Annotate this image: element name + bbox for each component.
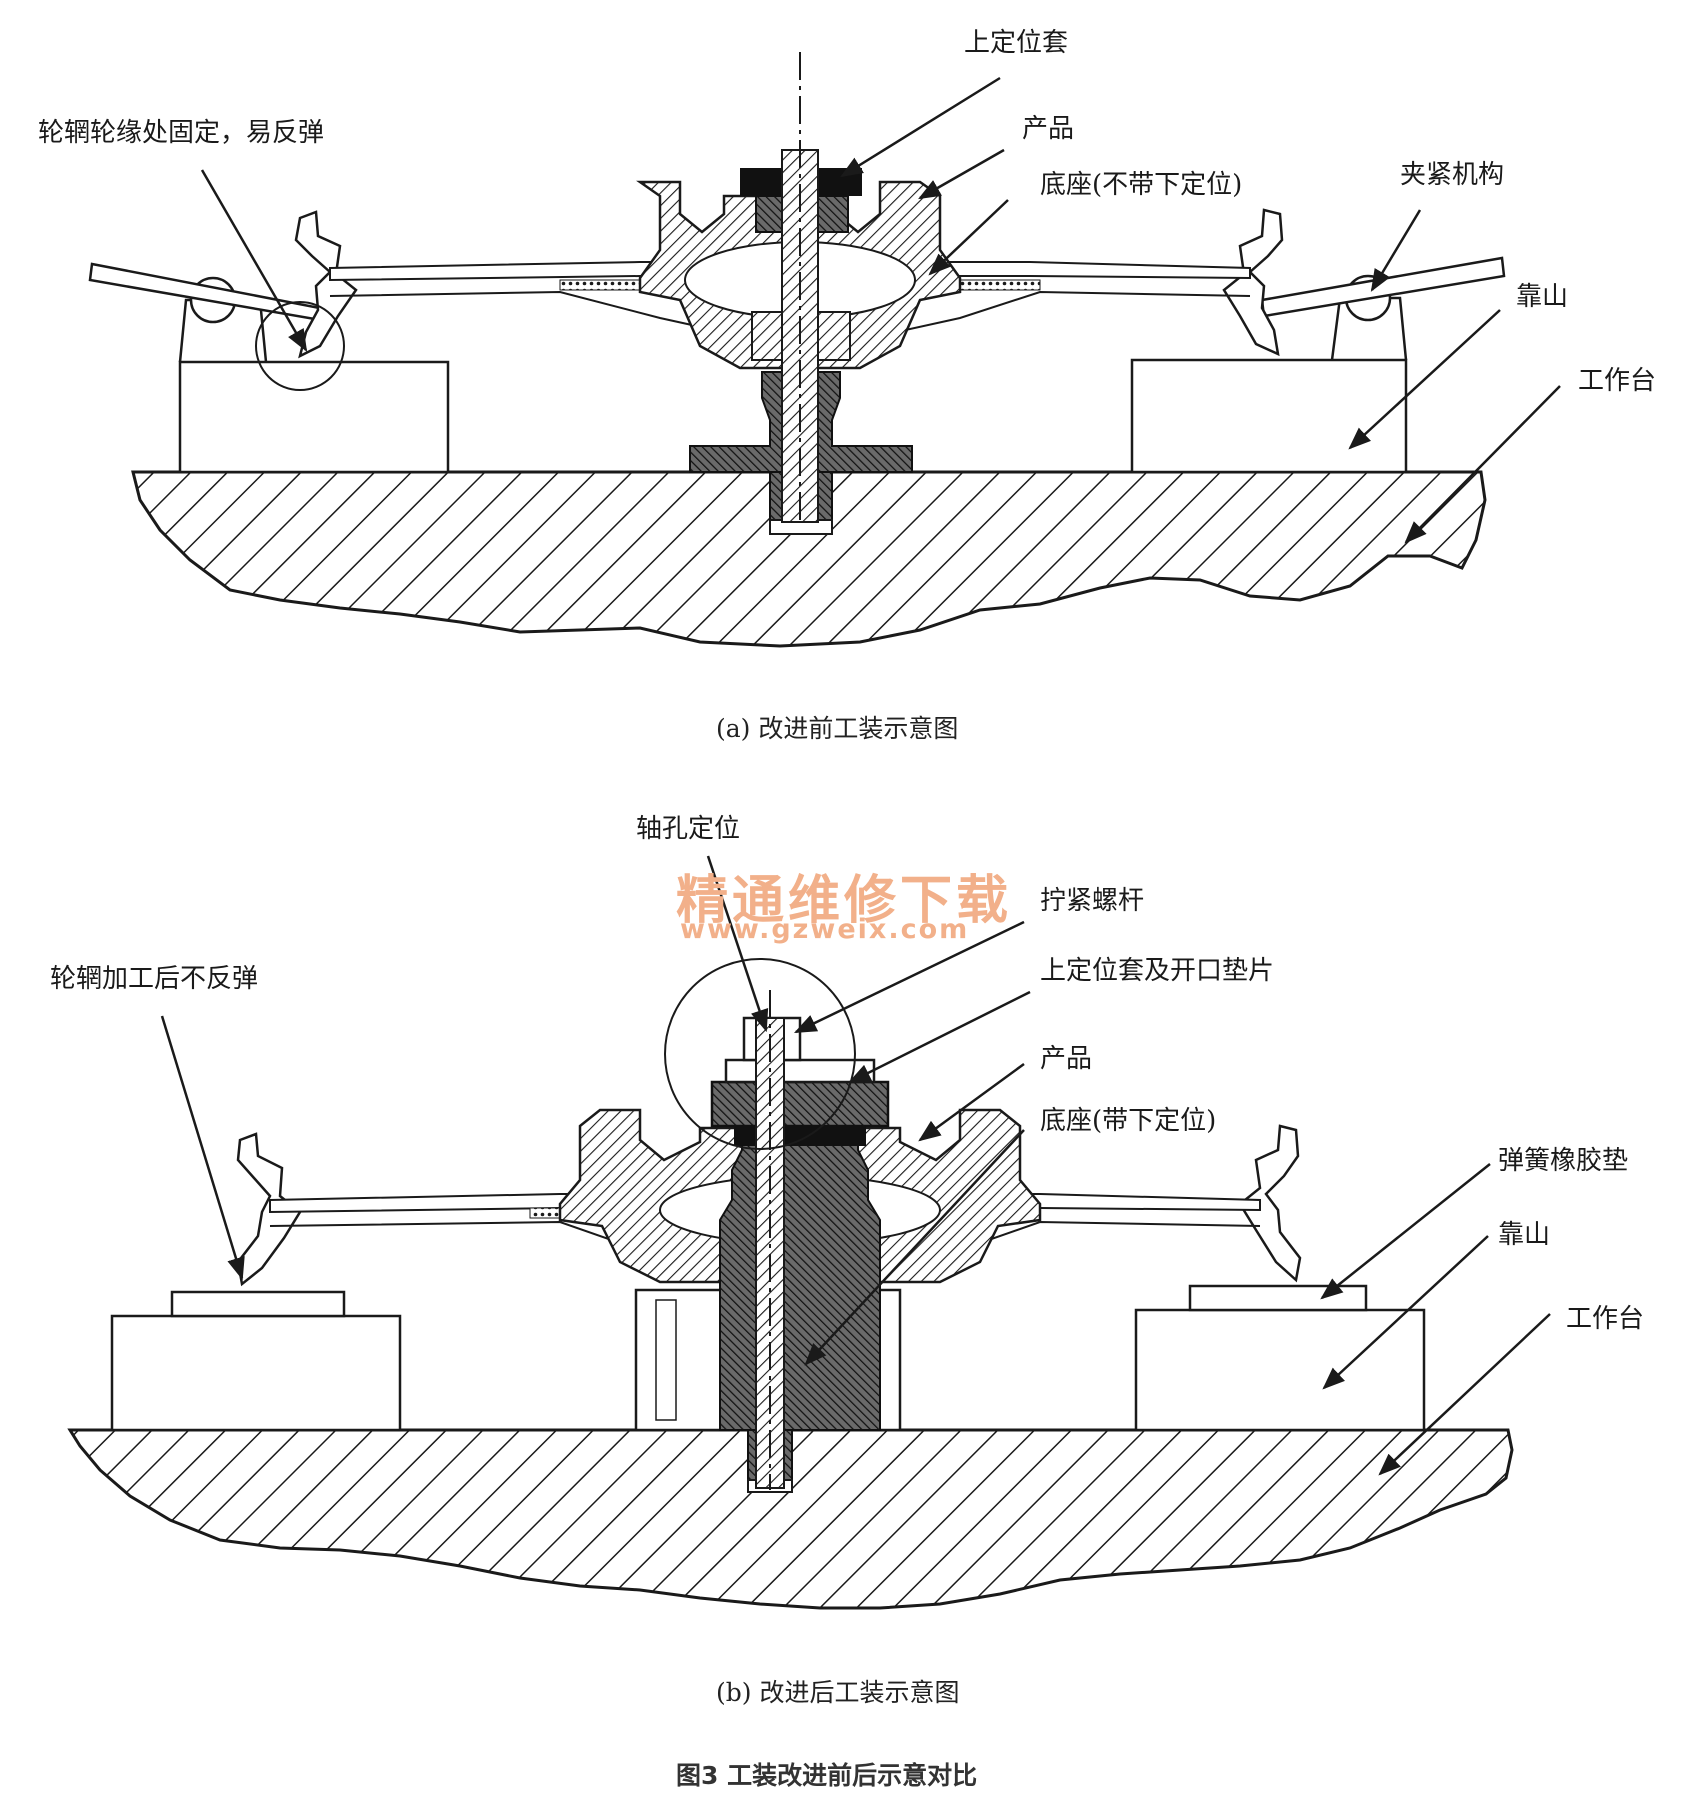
label-base-a: 底座(不带下定位): [1040, 170, 1243, 200]
backing-block-left-a: [178, 360, 450, 474]
label-rim-no-rebound-b: 轮辋加工后不反弹: [50, 964, 259, 994]
label-rim-fixed-a: 轮辋轮缘处固定，易反弹: [38, 118, 325, 148]
worktable-a: [131, 470, 1487, 648]
leaders-b: [160, 855, 1551, 1476]
sleeve-neck-b: [734, 1126, 866, 1146]
label-backing-b: 靠山: [1498, 1220, 1551, 1250]
rim-flange-left-a: [294, 210, 358, 359]
spring-pad-left-b: [170, 1290, 346, 1318]
label-spring-pad-b: 弹簧橡胶垫: [1498, 1146, 1629, 1176]
spoke-dotted-left-a: [559, 279, 651, 291]
label-backing-a: 靠山: [1516, 282, 1569, 312]
caption-a: (a) 改进前工装示意图: [716, 714, 959, 743]
watermark-url: www.gzweix.com: [680, 914, 970, 945]
label-table-a: 工作台: [1578, 366, 1657, 396]
label-product-b: 产品: [1040, 1044, 1093, 1074]
label-clamp-a: 夹紧机构: [1400, 160, 1505, 190]
backing-block-right-b: [1134, 1308, 1426, 1432]
backing-block-left-b: [110, 1314, 402, 1432]
spoke-dotted-right-a: [949, 279, 1041, 291]
detail-circle-a: [255, 301, 345, 391]
backing-block-right-a: [1130, 358, 1408, 474]
label-screw-b: 拧紧螺杆: [1040, 886, 1145, 916]
spring-pad-right-b: [1188, 1284, 1368, 1312]
base-slot-left-b: [655, 1299, 677, 1421]
label-product-a: 产品: [1022, 114, 1075, 144]
caption-b: (b) 改进后工装示意图: [716, 1678, 960, 1707]
label-base-b: 底座(带下定位): [1040, 1106, 1217, 1136]
detail-circle-b: [664, 958, 856, 1150]
figure-caption: 图3 工装改进前后示意对比: [676, 1761, 978, 1790]
leaders-a: [200, 76, 1561, 544]
panel-a-drawing: [88, 52, 1506, 648]
panel-b-drawing: [67, 958, 1514, 1610]
label-upper-sleeve-a: 上定位套: [964, 28, 1069, 58]
label-table-b: 工作台: [1566, 1304, 1645, 1334]
upper-sleeve-b: [710, 1080, 890, 1128]
rim-flange-right-a: [1222, 208, 1284, 357]
watermark-title: 精通维修下载: [676, 871, 1013, 931]
base-locator-b: [719, 1133, 881, 1431]
rim-flange-right-b: [1238, 1124, 1302, 1283]
worktable-b: [67, 1428, 1514, 1610]
label-bore-locating-b: 轴孔定位: [636, 814, 741, 844]
label-upper-sleeve-washer-b: 上定位套及开口垫片: [1040, 956, 1275, 986]
